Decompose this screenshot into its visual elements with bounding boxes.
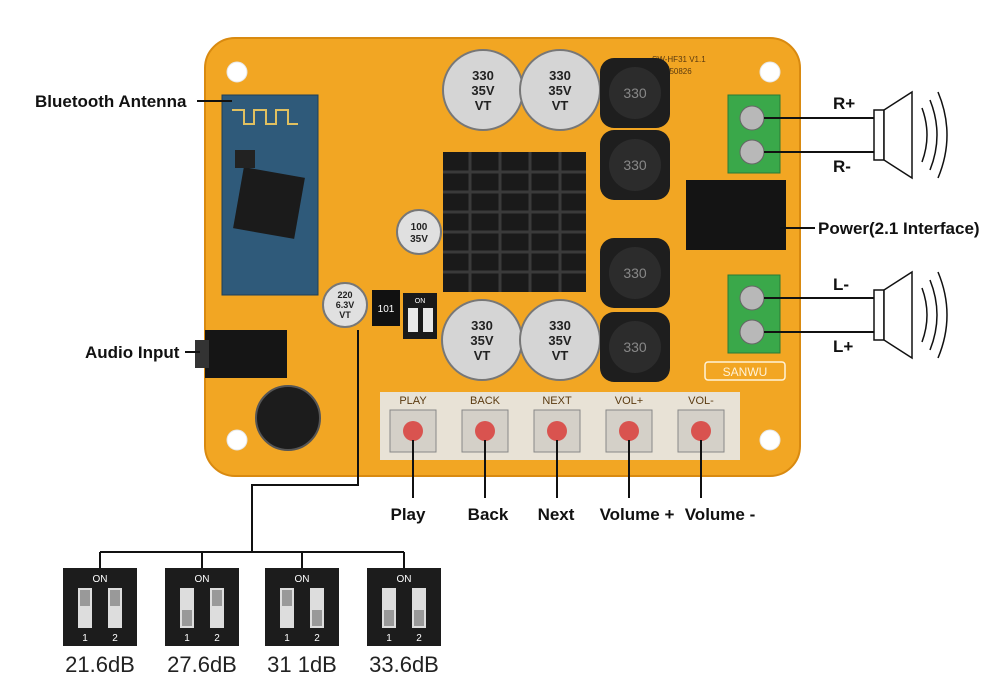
svg-text:VT: VT	[552, 348, 569, 363]
leader-lines	[99, 100, 880, 568]
capacitor-top-left: 330 35V VT	[442, 49, 524, 131]
svg-text:35V: 35V	[548, 333, 571, 348]
label-audio-input: Audio Input	[85, 343, 180, 362]
gain-setting-1: ON 1 2 21.6dB	[63, 568, 137, 677]
svg-text:2: 2	[314, 633, 320, 644]
mounting-hole	[226, 61, 248, 83]
svg-text:330: 330	[472, 68, 494, 83]
svg-text:PLAY: PLAY	[399, 395, 427, 407]
svg-text:VT: VT	[474, 348, 491, 363]
svg-text:330: 330	[471, 318, 493, 333]
inductor-3: 330	[600, 238, 670, 308]
svg-text:2: 2	[214, 633, 220, 644]
svg-text:101: 101	[378, 304, 395, 315]
svg-text:VT: VT	[339, 310, 351, 320]
label-power: Power(2.1 Interface)	[818, 219, 980, 238]
label-l-plus: L+	[833, 337, 853, 356]
gain-setting-3: ON 1 2 31 1dB	[265, 568, 339, 677]
gain-setting-2: ON 1 2 27.6dB	[165, 568, 239, 677]
inductor-4: 330	[600, 312, 670, 382]
brand-logo: SANWU	[723, 365, 768, 379]
svg-text:1: 1	[386, 633, 392, 644]
board-date: 150826	[665, 67, 692, 76]
microphone	[255, 385, 321, 451]
svg-text:330: 330	[623, 85, 647, 101]
svg-text:ON: ON	[93, 574, 108, 585]
board-dip-switch[interactable]: ON	[403, 293, 437, 339]
svg-text:VOL-: VOL-	[688, 395, 714, 407]
resistor-101: 101	[372, 290, 400, 326]
svg-text:VOL+: VOL+	[615, 395, 643, 407]
svg-text:1: 1	[284, 633, 290, 644]
terminal-left[interactable]	[727, 274, 781, 354]
svg-text:VT: VT	[475, 98, 492, 113]
svg-text:BACK: BACK	[470, 395, 501, 407]
label-volume-up: Volume +	[600, 505, 675, 524]
capacitor-bottom-left: 330 35V VT	[441, 299, 523, 381]
inductor-2: 330	[600, 130, 670, 200]
label-play: Play	[391, 505, 427, 524]
gain-value: 21.6dB	[65, 652, 135, 677]
svg-text:330: 330	[549, 68, 571, 83]
label-volume-down: Volume -	[685, 505, 756, 524]
svg-text:35V: 35V	[471, 83, 494, 98]
svg-text:2: 2	[416, 633, 422, 644]
speaker-left-icon	[873, 270, 948, 360]
svg-text:330: 330	[623, 339, 647, 355]
power-jack	[686, 180, 786, 250]
svg-text:ON: ON	[195, 574, 210, 585]
svg-text:ON: ON	[415, 298, 426, 305]
svg-text:330: 330	[549, 318, 571, 333]
svg-text:35V: 35V	[470, 333, 493, 348]
svg-text:VT: VT	[552, 98, 569, 113]
gain-setting-4: ON 1 2 33.6dB	[367, 568, 441, 677]
capacitor-top-right: 330 35V VT	[519, 49, 601, 131]
label-r-plus: R+	[833, 94, 855, 113]
terminal-right[interactable]	[727, 94, 781, 174]
gain-value: 27.6dB	[167, 652, 237, 677]
svg-text:100: 100	[411, 222, 428, 233]
svg-text:35V: 35V	[548, 83, 571, 98]
board-model: SW-HF31 V1.1	[652, 55, 706, 64]
svg-text:NEXT: NEXT	[542, 395, 572, 407]
svg-text:6.3V: 6.3V	[336, 300, 355, 310]
label-r-minus: R-	[833, 157, 851, 176]
mounting-hole	[226, 429, 248, 451]
svg-text:330: 330	[623, 265, 647, 281]
svg-text:220: 220	[337, 290, 352, 300]
svg-text:ON: ON	[397, 574, 412, 585]
svg-text:330: 330	[623, 157, 647, 173]
capacitor-bottom-right: 330 35V VT	[519, 299, 601, 381]
mounting-hole	[759, 429, 781, 451]
gain-value: 33.6dB	[369, 652, 439, 677]
button-vol-up[interactable]: VOL+	[605, 395, 653, 453]
capacitor-small: 100 35V	[396, 209, 442, 255]
label-l-minus: L-	[833, 275, 849, 294]
mounting-hole	[759, 61, 781, 83]
svg-text:1: 1	[184, 633, 190, 644]
svg-text:35V: 35V	[410, 234, 428, 245]
heatsink	[443, 152, 586, 292]
speaker-right-icon	[873, 90, 948, 180]
bluetooth-module	[221, 94, 319, 296]
inductor-1: 330	[600, 58, 670, 128]
capacitor-mid: 220 6.3V VT	[322, 282, 368, 328]
label-back: Back	[468, 505, 509, 524]
audio-jack	[195, 330, 287, 378]
label-bluetooth-antenna: Bluetooth Antenna	[35, 92, 187, 111]
svg-text:1: 1	[82, 633, 88, 644]
gain-value: 31 1dB	[267, 652, 337, 677]
svg-text:ON: ON	[295, 574, 310, 585]
label-next: Next	[538, 505, 575, 524]
svg-text:2: 2	[112, 633, 118, 644]
